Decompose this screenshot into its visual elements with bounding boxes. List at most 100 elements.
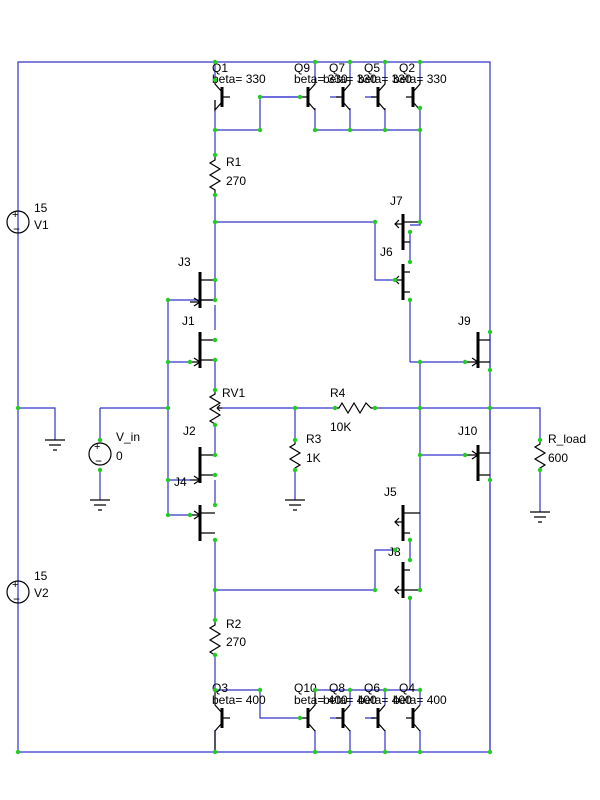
q10-label: Q10 — [294, 681, 317, 695]
j1-jfet: J1 — [182, 314, 215, 368]
r3-resistor: R3 1K — [288, 432, 322, 470]
j1-label: J1 — [182, 314, 195, 328]
junction-dot — [347, 749, 353, 755]
r3-value: 1K — [306, 451, 321, 465]
j7-jfet: J7 — [390, 194, 420, 250]
junction-dot — [462, 359, 468, 365]
j9-label: J9 — [458, 314, 471, 328]
j2-jfet: J2 — [183, 424, 215, 485]
junction-dot — [417, 59, 423, 65]
r2-resistor: R2 270 — [208, 617, 246, 656]
junction-dot — [97, 437, 103, 443]
junction-dot — [382, 687, 388, 693]
junction-dot — [487, 477, 493, 483]
q5-label: Q5 — [364, 61, 380, 75]
q2-transistor: Q2 beta= 330 — [393, 61, 447, 111]
rv1-potentiometer: RV1 — [208, 386, 245, 425]
junction-dot — [165, 297, 171, 303]
ground-icon — [90, 499, 110, 511]
junction-dot — [212, 357, 218, 363]
junction-dot — [417, 219, 423, 225]
junction-dot — [212, 452, 218, 458]
r4-label: R4 — [330, 386, 346, 400]
q7-label: Q7 — [329, 61, 345, 75]
j3-jfet: J3 — [178, 255, 215, 308]
junction-dot — [347, 127, 353, 133]
junction-dot — [462, 452, 468, 458]
j7-label: J7 — [390, 194, 403, 208]
junction-dot — [297, 715, 303, 721]
junction-dot — [212, 537, 218, 543]
junction-dot — [212, 152, 218, 158]
junction-dot — [537, 437, 543, 443]
junction-dot — [212, 337, 218, 343]
junction-dot — [292, 467, 298, 473]
junction-dot — [407, 557, 413, 563]
r1-value: 270 — [226, 174, 246, 188]
junction-dot — [212, 587, 218, 593]
junction-dot — [212, 422, 218, 428]
q9-beta: beta= 330 — [294, 72, 348, 86]
junction-dot — [97, 467, 103, 473]
junction-dot — [165, 359, 171, 365]
ground-icon — [530, 511, 550, 523]
q2-label: Q2 — [399, 61, 415, 75]
junction-dot — [257, 687, 263, 693]
v2-label: V2 — [34, 586, 49, 600]
svg-text:+: + — [12, 579, 18, 591]
q10-transistor: Q10 beta= 400 — [294, 681, 348, 732]
junction-dot — [165, 512, 171, 518]
q8-beta: beta= 400 — [323, 693, 377, 707]
junction-dot — [212, 127, 218, 133]
junction-dot — [417, 105, 423, 111]
junction-dot — [407, 229, 413, 235]
j10-jfet: J10 — [458, 424, 490, 481]
junction-dot — [407, 537, 413, 543]
svg-text:+: + — [94, 441, 100, 453]
j4-jfet: J4 — [174, 475, 215, 541]
junction-dot — [487, 405, 493, 411]
junction-dot — [297, 94, 303, 100]
junction-dot — [187, 359, 193, 365]
wires — [17, 61, 541, 753]
vin-label: V_in — [116, 430, 140, 444]
r4-resistor: R4 10K — [330, 386, 375, 434]
junction-dot — [212, 687, 218, 693]
junction-dot — [417, 359, 423, 365]
junction-dot — [187, 512, 193, 518]
junction-dot — [212, 472, 218, 478]
junction-dot — [372, 219, 378, 225]
junction-dot — [407, 595, 413, 601]
junction-dot — [487, 329, 493, 335]
q4-transistor: Q4 beta= 400 — [393, 681, 447, 732]
j5-label: J5 — [384, 485, 397, 499]
vin-value: 0 — [116, 449, 123, 463]
junction-dot — [292, 437, 298, 443]
node-dots — [15, 59, 543, 755]
junction-dot — [212, 219, 218, 225]
junction-dot — [347, 687, 353, 693]
v1-label: V1 — [34, 218, 49, 232]
junction-dot — [312, 59, 318, 65]
r2-label: R2 — [226, 617, 242, 631]
q4-beta: beta= 400 — [393, 693, 447, 707]
ground-icon — [45, 439, 65, 451]
svg-text:−: − — [13, 222, 20, 236]
vin-source: + − V_in 0 — [88, 430, 140, 468]
junction-dot — [212, 617, 218, 623]
q3-transistor: Q3 beta= 400 — [212, 681, 266, 752]
junction-dot — [257, 127, 263, 133]
svg-text:+: + — [12, 209, 18, 221]
r4-value: 10K — [330, 420, 351, 434]
junction-dot — [15, 405, 21, 411]
q2-beta: beta= 330 — [393, 72, 447, 86]
j9-jfet: J9 — [458, 314, 490, 368]
j3-label: J3 — [178, 255, 191, 269]
junction-dot — [165, 405, 171, 411]
q8-label: Q8 — [329, 681, 345, 695]
junction-dot — [312, 749, 318, 755]
r1-resistor: R1 270 — [208, 155, 246, 195]
q4-label: Q4 — [399, 681, 415, 695]
v1-source: + − 15 V1 — [6, 201, 49, 236]
